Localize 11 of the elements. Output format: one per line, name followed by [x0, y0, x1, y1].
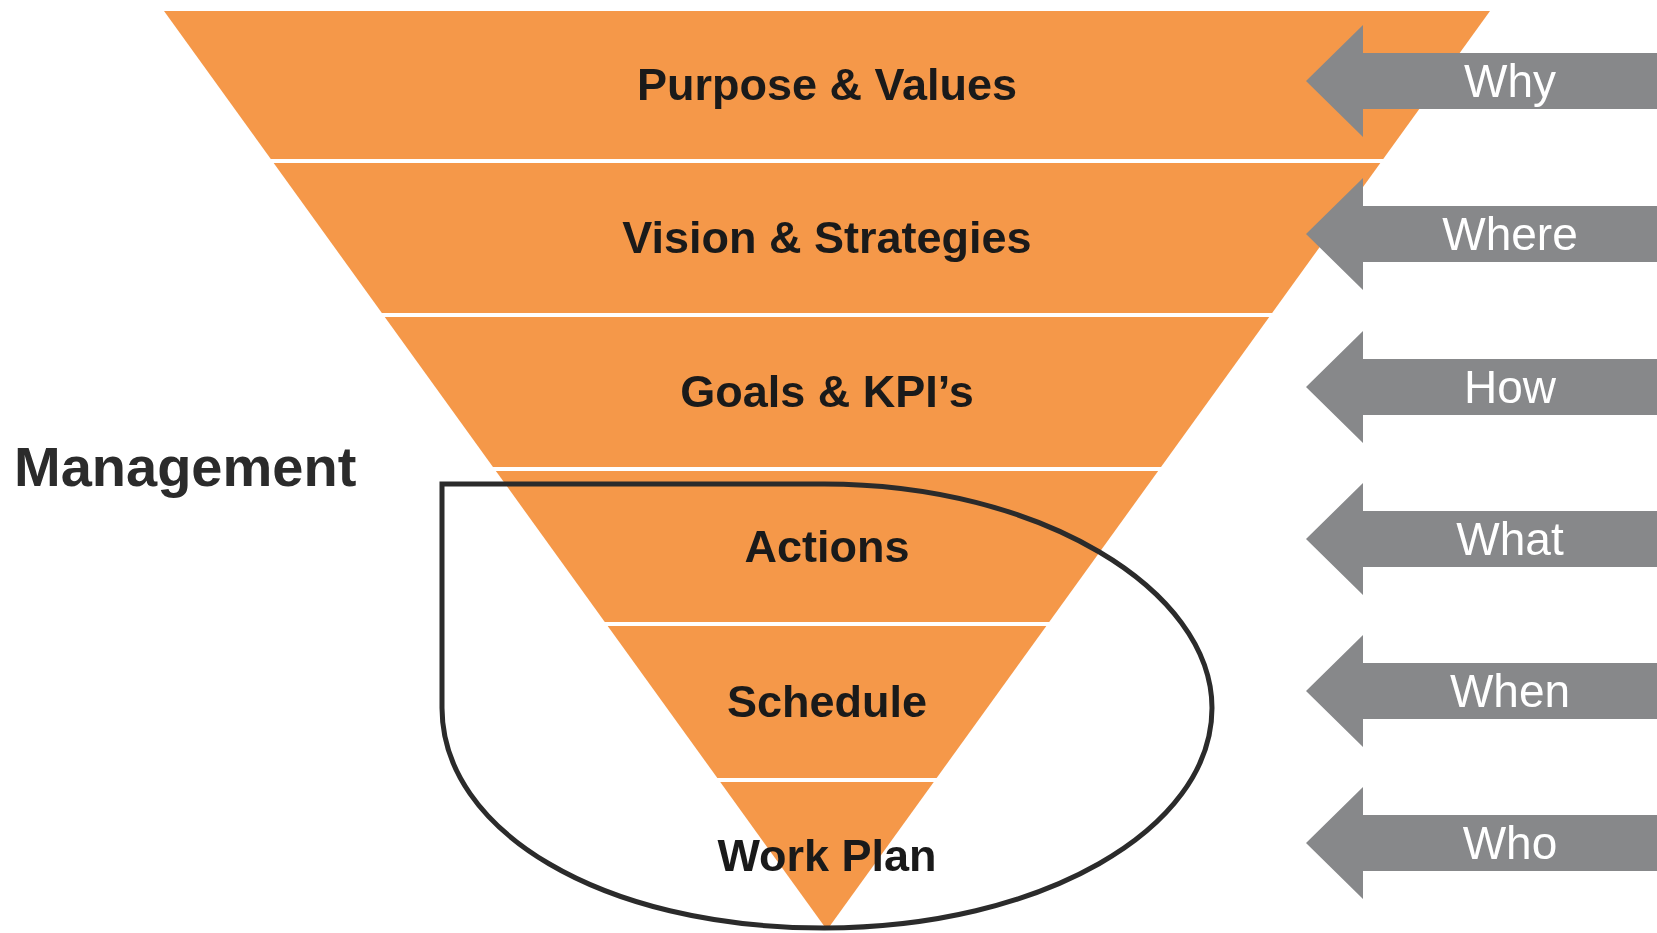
band-label: Actions — [744, 519, 910, 574]
band-label: Purpose & Values — [636, 58, 1018, 113]
band-label: Vision & Strategies — [622, 211, 1032, 266]
arrow-label: How — [1464, 364, 1556, 410]
management-label: Management — [14, 434, 357, 500]
arrow-label: When — [1449, 668, 1571, 714]
arrow-label: Where — [1442, 211, 1578, 257]
arrow-label: Who — [1462, 820, 1558, 866]
band-label: Goals & KPI’s — [680, 365, 974, 420]
band-label: Schedule — [726, 675, 928, 730]
arrow-label: What — [1456, 516, 1564, 562]
